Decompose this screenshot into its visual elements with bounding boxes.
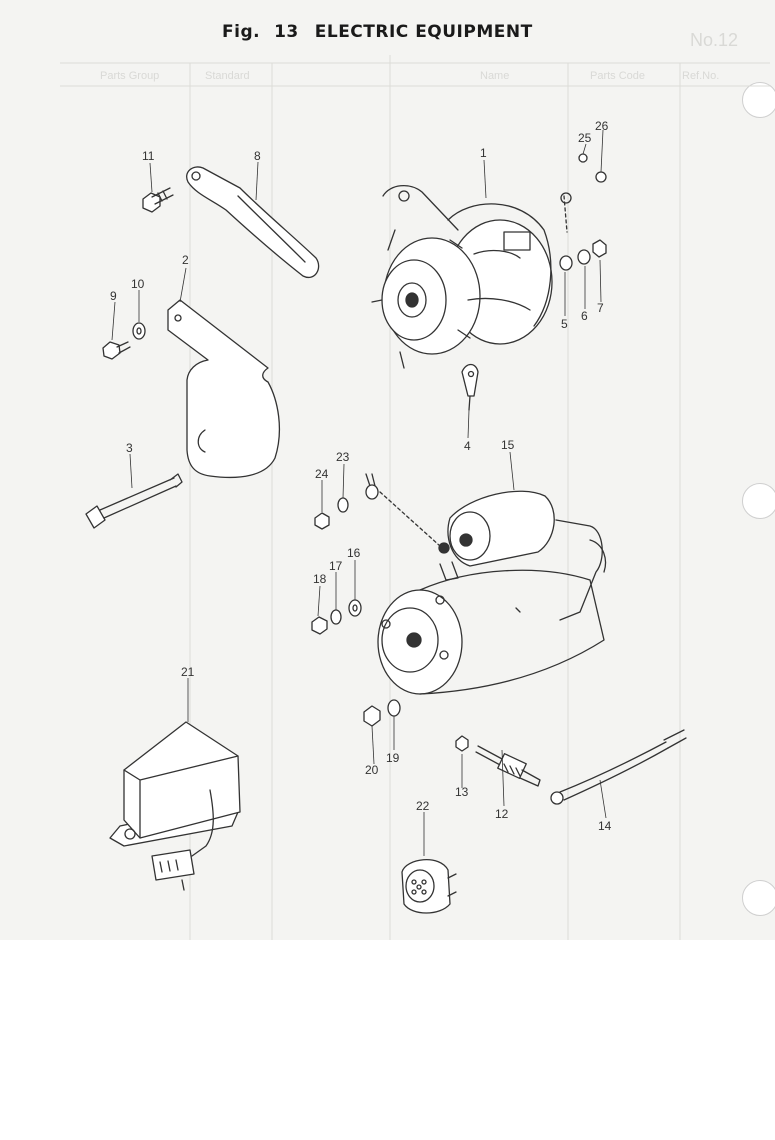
exploded-parts-diagram: 1 2 3 4 5 6 7 8 9 10 11 12 13 14 15 16 1… [60,55,770,940]
callout-7: 7 [597,301,604,315]
washer-25 [578,153,588,163]
callout-13: 13 [455,785,469,799]
leader-lines [111,129,607,856]
washer-6 [577,249,591,265]
punch-hole-bottom [742,880,775,916]
callout-4: 4 [464,439,471,453]
callout-17: 17 [329,559,343,573]
glow-plug-12 [475,745,541,787]
figure-title: Fig. 13 ELECTRIC EQUIPMENT [222,22,533,42]
cover-2 [167,299,281,479]
washer-10 [132,322,146,340]
nut-26 [595,171,607,183]
callout-14: 14 [598,819,612,833]
callout-18: 18 [313,572,327,586]
callout-11: 11 [142,149,155,163]
bracket-8 [186,166,320,279]
washer-5 [559,255,573,271]
callout-19: 19 [386,751,400,765]
regulator-21 [109,721,241,891]
bleed-col-name: Name [480,70,510,82]
nut-24 [314,512,330,530]
washer-19 [387,699,401,717]
buzzer-22 [401,858,457,914]
callout-25: 25 [578,131,592,145]
cable-14 [550,729,687,805]
callout-6: 6 [581,309,588,323]
callout-26: 26 [595,119,609,133]
figure-heading: ELECTRIC EQUIPMENT [314,22,533,42]
callout-9: 9 [110,289,117,303]
bleed-col-code: Parts Code [590,70,646,82]
callout-2: 2 [182,253,189,267]
nut-13 [455,735,469,752]
nut-7 [592,239,607,258]
bracket-8-hole [191,171,201,181]
bolt-11 [142,187,174,213]
washer-23 [337,497,349,513]
callout-8: 8 [254,149,261,163]
callout-23: 23 [336,450,350,464]
callout-1: 1 [480,146,487,160]
callout-22: 22 [416,799,430,813]
callout-15: 15 [501,438,515,452]
bleed-table-rules [60,55,770,940]
alternator-1 [371,185,553,369]
punch-hole-top [742,82,775,118]
callout-3: 3 [126,441,133,455]
punch-hole-middle [742,483,775,519]
bolt-9 [102,341,131,360]
nut-20 [363,705,381,727]
bleed-page-number: No.12 [690,30,739,50]
callout-20: 20 [365,763,379,777]
nut-18 [311,616,328,635]
washer-16 [348,599,362,617]
callout-16: 16 [347,546,361,560]
scanned-page: No.12 Ref.No. Parts Code Name Standard P… [0,0,775,940]
washer-17 [330,609,342,625]
terminal-4 [461,363,479,411]
callout-10: 10 [131,277,145,291]
bleed-col-standard: Standard [205,70,250,82]
bleed-col-group: Parts Group [100,70,160,82]
starter-motor-15 [377,490,607,695]
callout-24: 24 [315,467,329,481]
figure-word: Fig. [222,22,261,42]
figure-number: 13 [274,22,299,42]
callout-21: 21 [181,665,195,679]
callout-12: 12 [495,807,509,821]
callout-5: 5 [561,317,568,331]
bolt-3 [85,473,183,529]
bleed-col-ref: Ref.No. [682,70,720,82]
